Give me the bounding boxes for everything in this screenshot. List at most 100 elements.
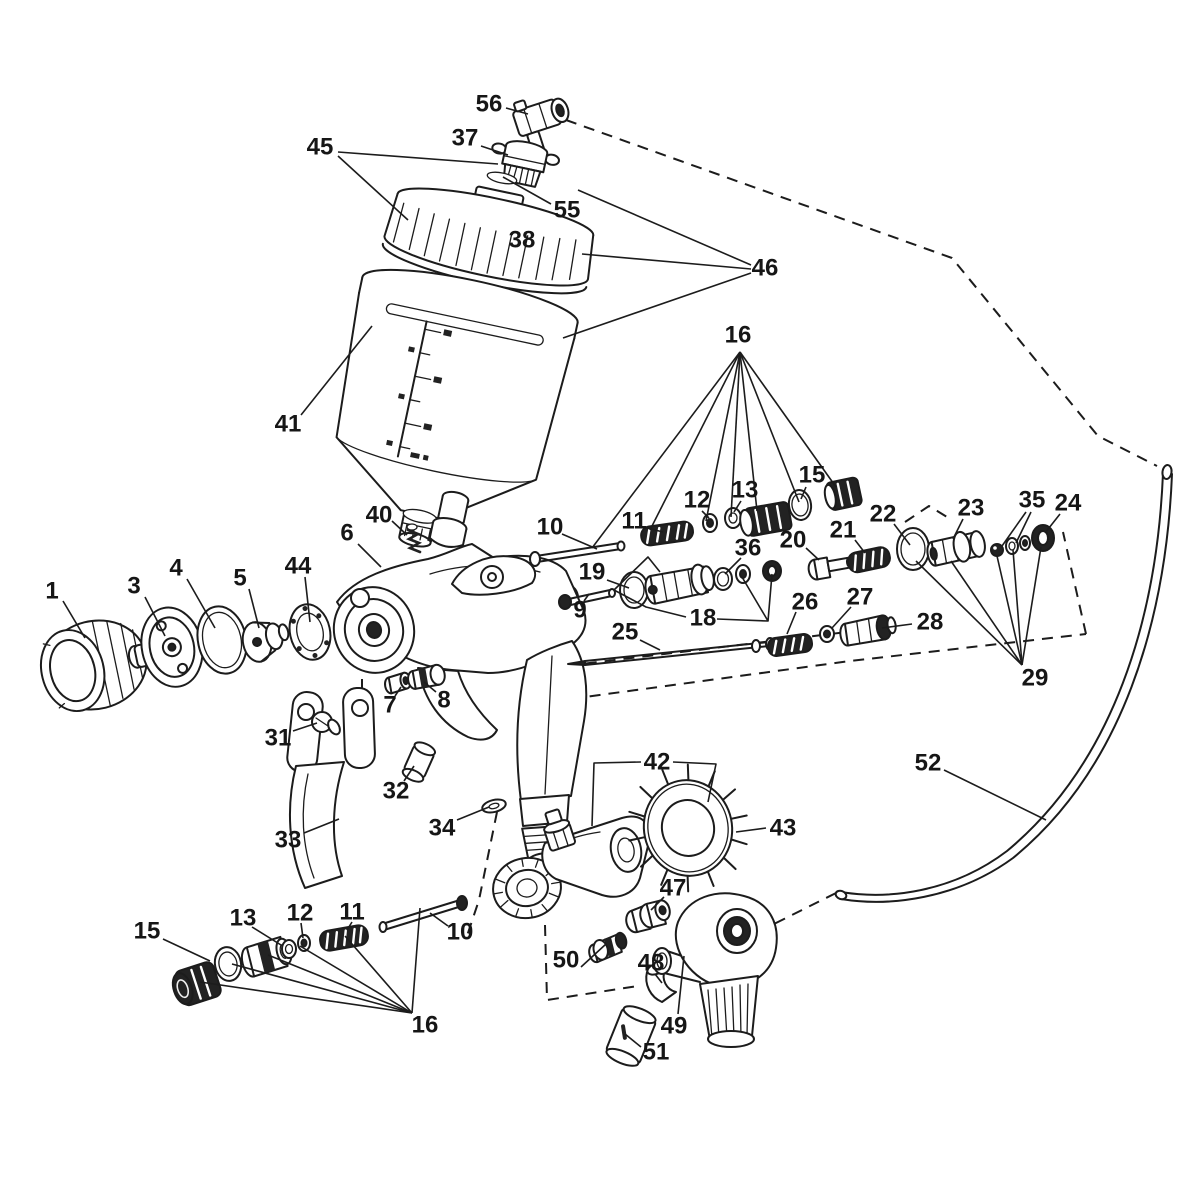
part-label-11: 11: [621, 508, 646, 535]
leader-line-13: [733, 500, 742, 513]
part-label-15: 15: [134, 918, 161, 945]
leader-line-40: [391, 520, 408, 536]
leader-line-29: [950, 560, 1023, 666]
paint-inlet-stub: [428, 490, 470, 548]
part-label-23: 23: [958, 495, 985, 522]
packing-rod-top: [529, 540, 626, 567]
part-label-6: 6: [340, 520, 353, 547]
part-label-36: 36: [735, 535, 762, 562]
leader-line-29: [996, 555, 1023, 666]
leader-line-45: [337, 155, 409, 221]
leader-line-5: [248, 588, 260, 629]
leader-line-35: [1015, 511, 1032, 544]
part-label-24: 24: [1055, 490, 1082, 517]
part-label-40: 40: [366, 502, 393, 529]
washer-13-bottom: [281, 939, 297, 959]
paint-cup: [335, 268, 579, 548]
part-label-28: 28: [917, 609, 944, 636]
leader-line-47: [650, 896, 665, 911]
inlet-filter-spring: [405, 523, 423, 554]
leader-line-34: [456, 806, 490, 821]
valve-bolt-20: [807, 556, 855, 581]
leader-line-16: [411, 907, 421, 1014]
cup-lid: [381, 185, 595, 295]
part-label-3: 3: [127, 573, 140, 600]
leader-line-43: [735, 827, 767, 833]
callout-leader-lines: [62, 107, 1061, 1048]
part-label-38: 38: [509, 227, 536, 254]
part-label-5: 5: [233, 565, 246, 592]
leader-line-16: [267, 954, 413, 1014]
leader-line-4: [186, 578, 216, 629]
regulator-stem: [543, 808, 577, 852]
spring-11-top: [640, 520, 694, 547]
part-label-33: 33: [275, 827, 302, 854]
cup-handle-slot: [385, 303, 544, 346]
packing-cap-bottom: [171, 961, 222, 1007]
valve-rod-9: [558, 588, 616, 610]
part-label-13: 13: [732, 477, 759, 504]
o-ring-15-bottom: [213, 946, 243, 982]
leader-line-16: [739, 351, 758, 512]
part-label-52: 52: [915, 750, 942, 777]
leader-line-32: [403, 765, 415, 782]
part-label-22: 22: [870, 501, 897, 528]
leader-line-12: [701, 510, 710, 519]
hex-fitting-47: [625, 899, 671, 934]
adjust-fitting-28: [839, 614, 897, 647]
leader-line-35: [1001, 511, 1027, 547]
part-label-46: 46: [752, 255, 779, 282]
part-label-11: 11: [339, 899, 364, 926]
leader-line-1: [62, 600, 86, 639]
leader-line-16: [231, 963, 413, 1014]
air-valve-piston: [644, 563, 715, 605]
leader-line-3: [144, 596, 166, 637]
leader-line-7: [394, 686, 402, 697]
part-label-42: 42: [644, 749, 671, 776]
handle-washer: [481, 798, 507, 814]
air-hose: [834, 464, 1173, 903]
leader-line-16: [739, 351, 800, 503]
leader-line-15: [162, 938, 211, 962]
valve-ball: [990, 543, 1004, 557]
o-ring-19: [619, 571, 649, 609]
part-label-4: 4: [169, 555, 183, 582]
leader-line-28: [881, 623, 913, 629]
leader-line-16: [649, 351, 741, 531]
leader-line-29: [915, 560, 1023, 666]
leader-line-16: [705, 351, 741, 522]
leader-line-18: [613, 556, 687, 618]
part-label-50: 50: [553, 947, 580, 974]
leader-line-46: [577, 189, 752, 266]
part-label-10: 10: [537, 514, 564, 541]
part-label-18: 18: [690, 605, 717, 632]
part-label-12: 12: [684, 487, 711, 514]
part-label-8: 8: [437, 687, 450, 714]
part-label-35: 35: [1019, 487, 1046, 514]
leader-line-42: [591, 761, 642, 827]
part-label-55: 55: [554, 197, 581, 224]
leader-line-49: [677, 955, 685, 1015]
part-label-34: 34: [429, 815, 456, 842]
part-label-9: 9: [573, 597, 586, 624]
gun-body: [332, 490, 588, 869]
plug-51: [605, 1005, 657, 1067]
leader-line-42: [672, 761, 717, 803]
part-label-26: 26: [792, 589, 819, 616]
leader-line-16: [344, 935, 413, 1014]
part-label-21: 21: [830, 517, 857, 544]
regulator-assembly: [492, 808, 651, 920]
valve-seal-set-18: [713, 560, 782, 591]
part-label-7: 7: [383, 692, 396, 719]
leader-line-8: [423, 681, 437, 693]
valve-spring-21: [847, 546, 891, 574]
leader-line-9: [583, 593, 590, 602]
leader-line-15: [800, 486, 807, 500]
leader-line-18: [767, 573, 773, 622]
part-label-41: 41: [275, 411, 302, 438]
leader-line-29: [1012, 549, 1023, 666]
part-label-16: 16: [412, 1012, 439, 1039]
needle-spring-26: [766, 633, 814, 657]
aircap-mount-boss: [332, 586, 416, 674]
